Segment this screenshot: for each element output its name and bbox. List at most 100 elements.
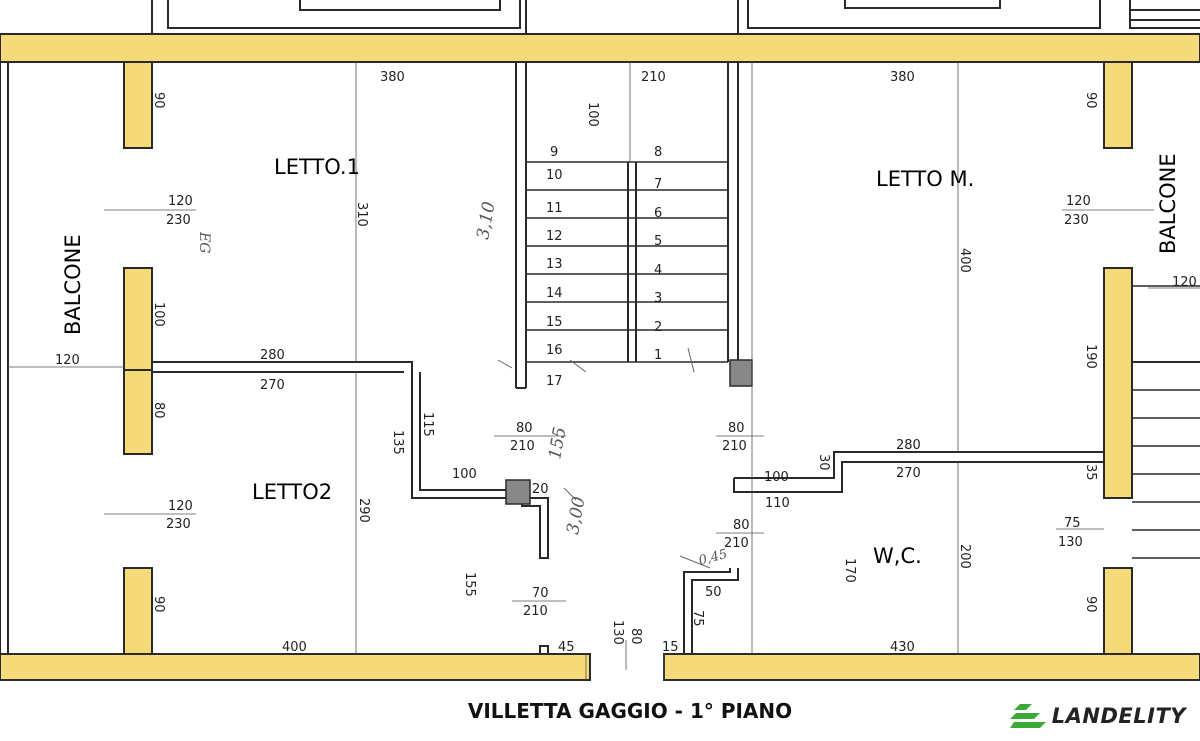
dim-120-b: 120: [168, 499, 193, 514]
dim-30: 30: [816, 454, 831, 471]
dim-90-b: 90: [151, 596, 166, 613]
dim-170: 170: [842, 558, 857, 583]
dim-115: 115: [420, 412, 435, 437]
dim-210-c: 210: [724, 536, 749, 551]
handwritten-notes: 3,10 155 3,00 0,45 EG: [196, 200, 729, 569]
room-label-letto-m: LETTO M.: [876, 167, 974, 191]
dim-80-b: 80: [728, 421, 745, 436]
dim-100-right: 100: [764, 470, 789, 485]
stair-step-6: 6: [654, 206, 662, 221]
room-labels: LETTO.1 LETTO2 LETTO M. W,C. BALCONE BAL…: [61, 153, 1180, 568]
dim-80-c: 80: [733, 518, 750, 533]
stair-step-16: 16: [546, 343, 563, 358]
stair-step-3: 3: [654, 291, 662, 306]
dim-15: 15: [662, 640, 679, 655]
stair-treads: [526, 161, 728, 363]
stair-step-11: 11: [546, 201, 563, 216]
hand-note-310: 3,10: [473, 200, 499, 241]
stair-step-14: 14: [546, 286, 563, 301]
dim-90-a: 90: [151, 92, 166, 109]
hand-note-eg: EG: [196, 231, 212, 253]
dim-230-b: 230: [166, 517, 191, 532]
interior-walls: [0, 62, 1200, 655]
dim-270-right: 270: [896, 466, 921, 481]
dim-90-d: 90: [1083, 596, 1098, 613]
upper-floor-edge: [151, 0, 1200, 34]
dim-190: 190: [1083, 344, 1098, 369]
dim-80-bottom: 80: [628, 628, 643, 645]
hand-note-155: 155: [545, 425, 570, 460]
dim-130: 130: [1058, 535, 1083, 550]
dim-400-right: 400: [957, 248, 972, 273]
dim-210-d: 210: [523, 604, 548, 619]
dim-100-mid: 100: [452, 467, 477, 482]
stair-step-15: 15: [546, 315, 563, 330]
dim-430: 430: [890, 640, 915, 655]
dim-280-left: 280: [260, 348, 285, 363]
stair-step-10: 10: [546, 168, 563, 183]
plan-caption: VILLETTA GAGGIO - 1° PIANO: [467, 699, 793, 723]
stair-step-4: 4: [654, 263, 662, 278]
dim-400-bottom: 400: [282, 640, 307, 655]
dim-310: 310: [354, 202, 369, 227]
dim-210-top: 210: [641, 70, 666, 85]
dim-75-b: 75: [690, 610, 705, 627]
dim-75: 75: [1064, 516, 1081, 531]
dim-230-a: 230: [166, 213, 191, 228]
dim-70: 70: [532, 586, 549, 601]
dim-210-b: 210: [722, 439, 747, 454]
dim-80-left: 80: [151, 402, 166, 419]
dim-155-low: 155: [462, 572, 477, 597]
dim-120-balcone: 120: [55, 353, 80, 368]
dim-120-right: 120: [1172, 275, 1197, 290]
room-label-letto1: LETTO.1: [274, 155, 360, 179]
handwritten-marks: [497, 347, 711, 569]
stair-step-5: 5: [654, 234, 662, 249]
landelity-logo-icon: [1009, 704, 1046, 728]
room-label-balcone-left: BALCONE: [61, 234, 85, 335]
dim-80-a: 80: [516, 421, 533, 436]
dim-100-left: 100: [151, 302, 166, 327]
room-label-wc: W,C.: [873, 544, 922, 568]
dim-120-a: 120: [168, 194, 193, 209]
dim-380-left: 380: [380, 70, 405, 85]
dim-110: 110: [765, 496, 790, 511]
landelity-logo-text: LANDELITY: [1051, 704, 1186, 728]
dim-20: 20: [532, 482, 549, 497]
room-label-balcone-right: BALCONE: [1156, 153, 1180, 254]
dim-290: 290: [356, 498, 371, 523]
pillars: [505, 359, 753, 505]
dim-230-c: 230: [1064, 213, 1089, 228]
dim-120-c: 120: [1066, 194, 1091, 209]
stair-step-9: 9: [550, 145, 558, 160]
dim-280-right: 280: [896, 438, 921, 453]
hand-note-045: 0,45: [697, 547, 729, 569]
stair-step-8: 8: [654, 145, 662, 160]
dimension-lines: [8, 62, 1200, 680]
dim-135: 135: [390, 430, 405, 455]
stair-step-2: 2: [654, 320, 662, 335]
stair-step-numbers: 1 2 3 4 5 6 7 8 9 10 11 12 13 14 15 16 1…: [546, 145, 662, 389]
dim-35: 35: [1083, 464, 1098, 481]
hand-note-300: 3,00: [563, 495, 589, 536]
balcone-right-stripes: [1132, 285, 1200, 559]
stair-step-17: 17: [546, 374, 563, 389]
walls: [0, 33, 1200, 681]
dim-210-a: 210: [510, 439, 535, 454]
stair-step-13: 13: [546, 257, 563, 272]
dimension-labels: 380 210 380 90 90 90 90 100 310 400 120 …: [55, 70, 1197, 655]
dim-200: 200: [957, 544, 972, 569]
landelity-logo: LANDELITY: [1009, 704, 1186, 728]
stair-step-7: 7: [654, 177, 662, 192]
room-label-letto2: LETTO2: [252, 480, 332, 504]
stair-step-12: 12: [546, 229, 563, 244]
stair-step-1: 1: [654, 348, 662, 363]
dim-380-right: 380: [890, 70, 915, 85]
dim-270-left: 270: [260, 378, 285, 393]
dim-130-b: 130: [610, 620, 625, 645]
dim-90-c: 90: [1083, 92, 1098, 109]
dim-45: 45: [558, 640, 575, 655]
dim-100-stair: 100: [585, 102, 600, 127]
dim-50: 50: [705, 585, 722, 600]
